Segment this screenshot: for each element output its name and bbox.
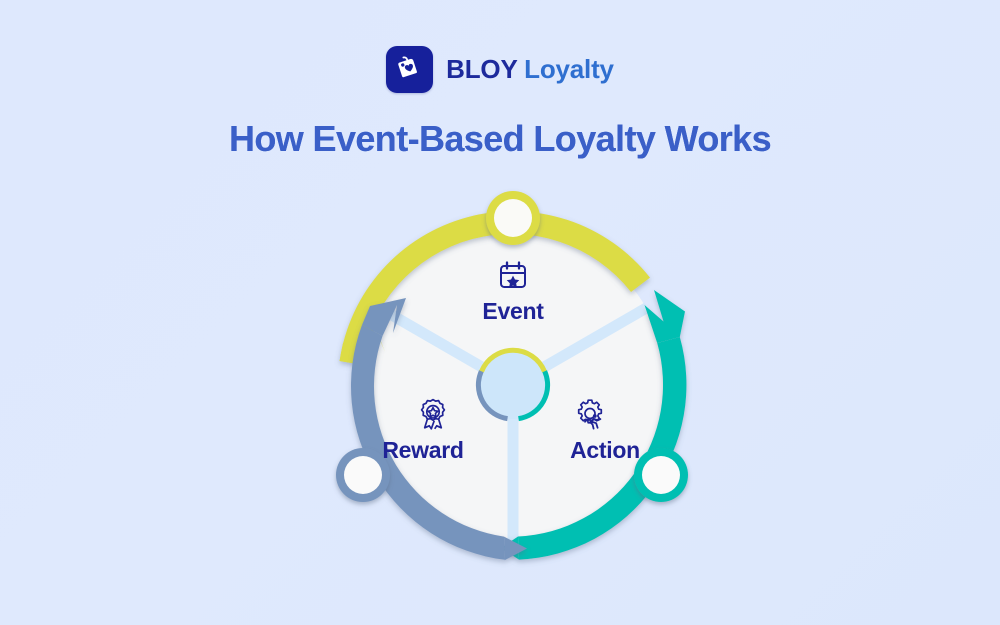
bloy-logo-mark bbox=[386, 46, 434, 93]
loyalty-cycle-diagram: Event Reward bbox=[313, 185, 713, 585]
step-label-event: Event bbox=[482, 298, 544, 324]
award-ribbon-star-icon bbox=[416, 397, 450, 431]
step-label-reward: Reward bbox=[382, 437, 464, 463]
node-reward-inner bbox=[344, 456, 382, 494]
calendar-star-icon bbox=[496, 259, 530, 293]
price-tag-heart-icon bbox=[395, 52, 425, 87]
cycle-center-hub bbox=[475, 347, 551, 422]
brand-lockup: BLOY Loyalty bbox=[0, 46, 1000, 93]
brand-name-primary: BLOY bbox=[446, 54, 518, 84]
page-title: How Event-Based Loyalty Works bbox=[0, 118, 1000, 160]
arc-reward bbox=[351, 298, 527, 561]
step-label-action: Action bbox=[570, 437, 640, 463]
gear-runner-icon bbox=[573, 397, 607, 431]
node-event-inner bbox=[494, 199, 532, 237]
brand-name: BLOY Loyalty bbox=[446, 54, 614, 85]
node-action-inner bbox=[642, 456, 680, 494]
brand-name-secondary: Loyalty bbox=[524, 54, 614, 84]
cycle-svg bbox=[336, 191, 688, 561]
